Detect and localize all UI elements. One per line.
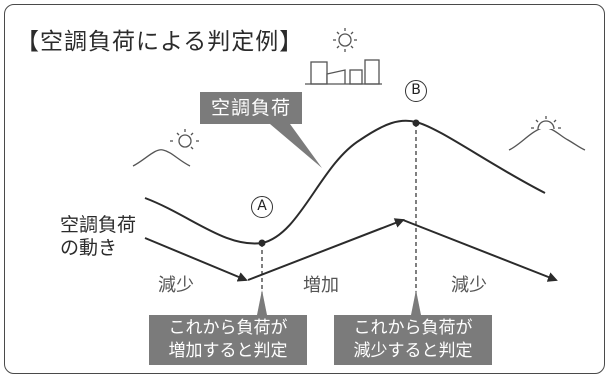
decision-decrease-pointer: [411, 290, 421, 315]
decision-increase-box: これから負荷が 増加すると判定: [149, 315, 307, 365]
buildings-icon: [305, 59, 382, 85]
phase-increase: 増加: [303, 275, 339, 296]
mountain-sun-left-icon: [132, 129, 199, 167]
decision-increase-line-1: これから負荷が: [168, 318, 288, 338]
motion-arrow-decrease-left: [144, 237, 248, 282]
load-label: 空調負荷: [200, 92, 302, 124]
decision-increase-pointer: [257, 290, 267, 315]
point-a-dot: [258, 239, 266, 247]
decision-decrease-line-1: これから負荷が: [353, 318, 473, 338]
mountain-sun-right-icon: [508, 116, 586, 151]
point-a-marker: A: [251, 196, 273, 218]
load-curve: [144, 119, 546, 245]
diagram-frame: [4, 4, 605, 374]
decision-decrease-line-2: 減少すると判定: [353, 341, 473, 361]
load-label-pointer: [270, 124, 322, 168]
point-b-marker: B: [405, 80, 427, 102]
decision-decrease-box: これから負荷が 減少すると判定: [334, 315, 492, 365]
diagram-title: 【空調負荷による判定例】: [16, 29, 304, 55]
sun-icon: [333, 28, 357, 52]
motion-label: 空調負荷 の動き: [60, 214, 136, 260]
point-b-dot: [412, 119, 420, 127]
phase-decrease-left: 減少: [158, 275, 194, 296]
motion-arrow-increase: [247, 218, 405, 281]
motion-label-line-1: 空調負荷: [60, 214, 137, 236]
decision-increase-line-2: 増加すると判定: [168, 341, 288, 361]
motion-label-line-2: の動き: [60, 237, 118, 259]
phase-decrease-right: 減少: [451, 275, 487, 296]
motion-arrow-decrease-right: [402, 219, 558, 282]
